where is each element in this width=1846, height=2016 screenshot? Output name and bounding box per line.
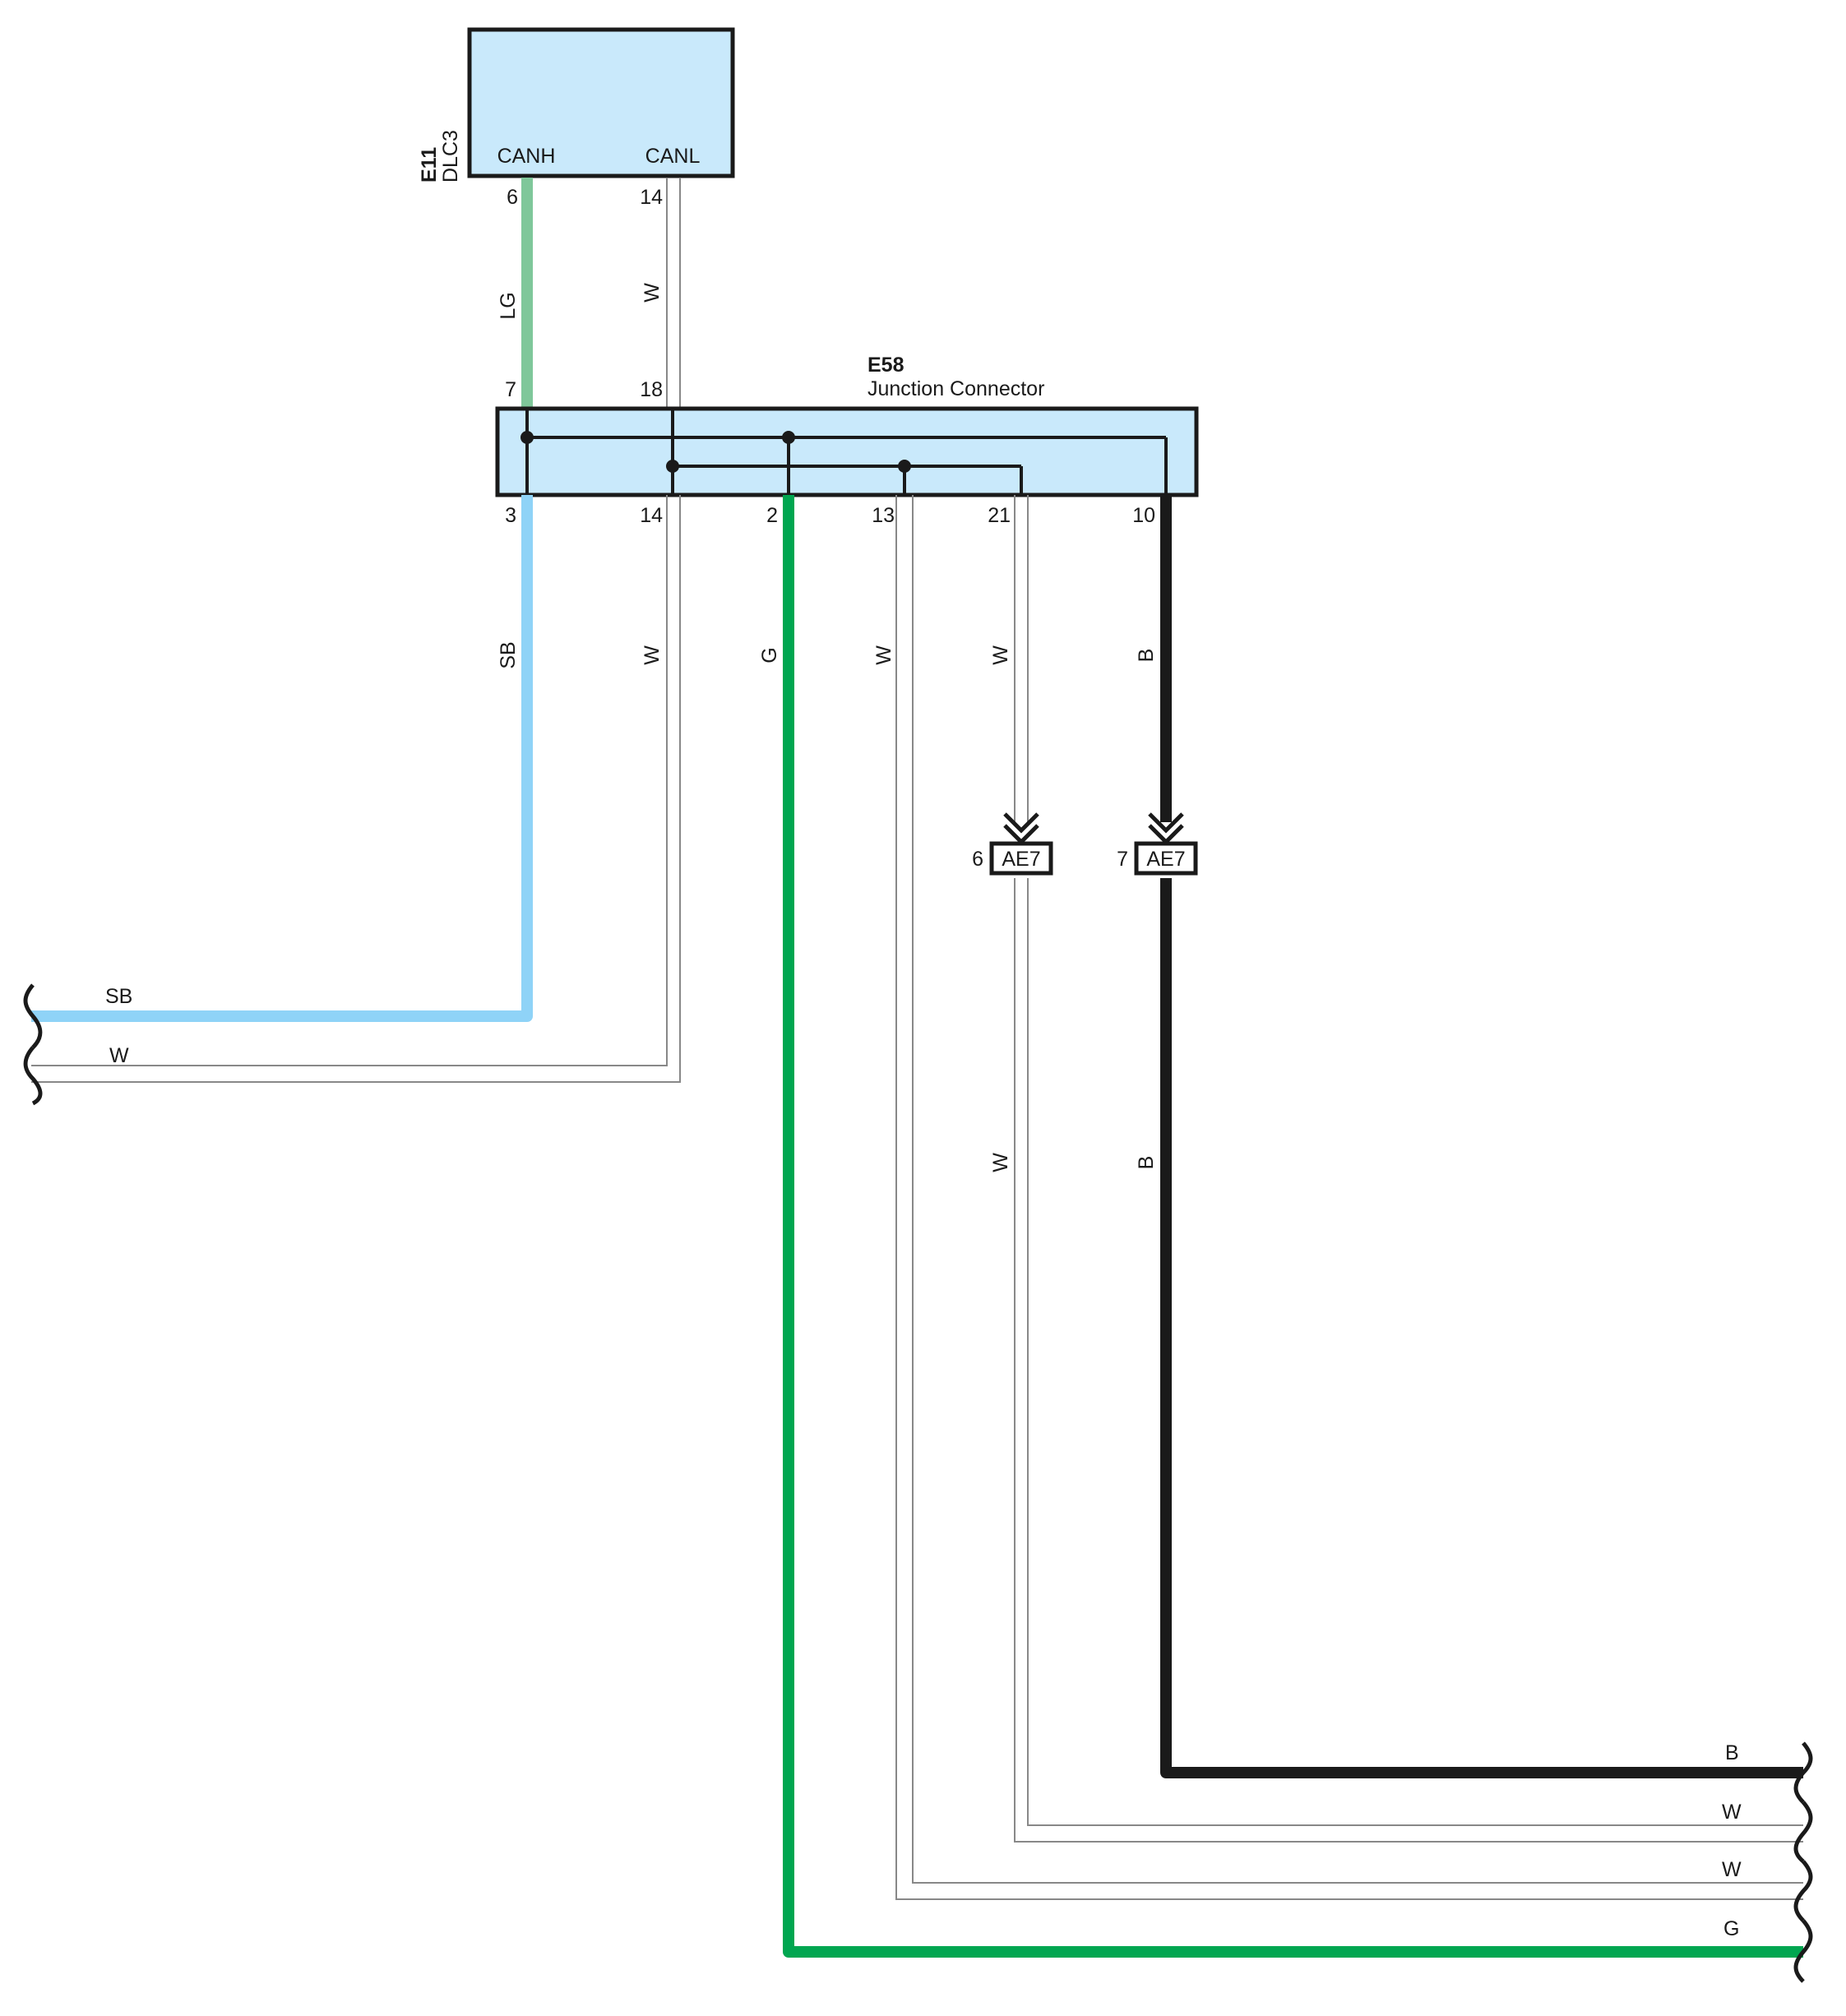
dlc3-pin-number-canh: 6 xyxy=(507,186,518,209)
junction-bottom-pin-10: 10 xyxy=(1132,504,1155,527)
dlc3-pin-canh-label: CANH xyxy=(497,145,556,168)
wire-g xyxy=(783,495,1803,1958)
ae7-pin-number-b: 7 xyxy=(1117,848,1128,871)
junction-bottom-pin-3: 3 xyxy=(505,504,516,527)
exit-label-right-b: B xyxy=(1725,1741,1739,1764)
exit-label-right-w1: W xyxy=(1722,1801,1742,1824)
wire-label-b-ae7: B xyxy=(1135,1156,1158,1170)
junction-bottom-pin-21: 21 xyxy=(988,504,1011,527)
wire-label-b-10: B xyxy=(1135,649,1158,663)
junction-connector-name: Junction Connector xyxy=(867,377,1044,400)
ae7-pin-number-w: 6 xyxy=(972,848,983,871)
junction-top-pin-7: 7 xyxy=(505,378,516,401)
exit-label-left-sb: SB xyxy=(105,985,132,1008)
junction-splice-dot xyxy=(520,431,534,444)
ae7-chevron-icon xyxy=(1003,812,1184,845)
wire-b-ae7 xyxy=(1160,878,1803,1778)
wire-label-w-13: W xyxy=(872,645,895,665)
exit-label-right-w2: W xyxy=(1722,1858,1742,1881)
junction-splice-dot xyxy=(666,460,679,473)
junction-top-pin-18: 18 xyxy=(640,378,663,401)
wire-label-g: G xyxy=(758,647,781,663)
ae7-connector-box-w xyxy=(989,841,1053,876)
ae7-label-w: AE7 xyxy=(1002,848,1040,871)
wire-label-w-14: W xyxy=(641,645,664,665)
junction-splice-dot xyxy=(898,460,911,473)
wire-sb xyxy=(31,495,533,1022)
ae7-label-b: AE7 xyxy=(1146,848,1185,871)
dlc3-connector-name: DLC3 xyxy=(439,130,462,183)
wire-w-canl xyxy=(666,178,681,409)
junction-bottom-pin-2: 2 xyxy=(766,504,778,527)
left-break-symbol xyxy=(23,983,43,1106)
exit-label-left-w: W xyxy=(109,1044,129,1067)
junction-bottom-pin-14: 14 xyxy=(640,504,663,527)
junction-connector-code: E58 xyxy=(867,354,904,377)
exit-label-right-g: G xyxy=(1723,1917,1739,1940)
wire-label-w-canl: W xyxy=(641,283,664,303)
dlc3-connector-box xyxy=(467,27,735,178)
junction-internal-bus xyxy=(525,409,1168,495)
dlc3-pin-canl-label: CANL xyxy=(645,145,701,168)
wire-w-14 xyxy=(31,495,681,1083)
wire-w-13 xyxy=(895,495,1803,1900)
junction-connector-box xyxy=(495,406,1199,497)
junction-bottom-pin-13: 13 xyxy=(872,504,895,527)
wire-label-w-ae7: W xyxy=(989,1153,1012,1172)
right-break-symbol xyxy=(1793,1741,1813,1983)
ae7-connector-box-b xyxy=(1134,841,1198,876)
dlc3-connector-code: E11 xyxy=(418,147,441,183)
junction-splice-dot xyxy=(782,431,795,444)
dlc3-pin-number-canl: 14 xyxy=(640,186,663,209)
wire-w-21 xyxy=(1014,495,1803,1843)
wire-label-lg: LG xyxy=(497,292,520,319)
wire-label-w-21: W xyxy=(989,645,1012,665)
wire-label-sb: SB xyxy=(497,641,520,668)
